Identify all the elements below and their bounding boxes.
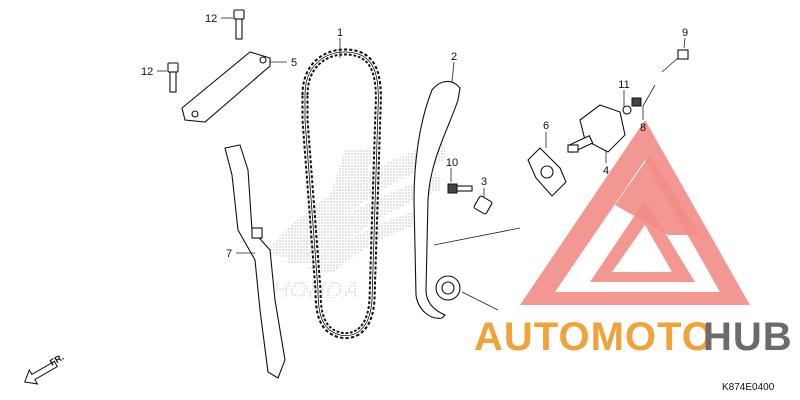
part-3-collar <box>473 188 493 215</box>
callout-11: 11 <box>618 79 629 91</box>
leader-line-2-assembly <box>433 227 521 246</box>
part-8-washer <box>622 84 656 120</box>
part-10-bolt <box>447 168 473 194</box>
watermark-word-dark: HUB <box>703 315 793 359</box>
watermark-word-light: AUTOMOTO <box>474 315 714 359</box>
part-6-gasket <box>527 132 567 197</box>
callout-12-upper: 12 <box>205 13 217 25</box>
callout-10: 10 <box>446 157 458 169</box>
callout-2: 2 <box>451 51 457 63</box>
part-12-bolt-upper <box>221 9 245 40</box>
callout-3: 3 <box>481 176 487 188</box>
callout-4: 4 <box>603 165 609 177</box>
part-1-cam-chain <box>301 38 382 340</box>
callout-1: 1 <box>337 27 343 39</box>
callout-12-lower: 12 <box>141 66 153 78</box>
callout-9: 9 <box>682 27 688 39</box>
callout-8: 8 <box>640 122 646 134</box>
diagram-code: K874E0400 <box>722 382 775 393</box>
part-5-plate <box>181 51 287 123</box>
callout-6: 6 <box>543 120 549 132</box>
part-9-bolt <box>661 37 689 73</box>
part-12-bolt-lower <box>157 62 179 93</box>
part-11-bolt <box>623 90 642 108</box>
automotohub-logo: AUTOMOTO HUB <box>474 120 793 359</box>
callout-7: 7 <box>226 248 232 260</box>
part-2-tensioner-arm <box>413 61 461 319</box>
leader-line-pivot <box>461 291 499 311</box>
front-direction-arrow <box>23 360 59 385</box>
part-4-tensioner-lifter <box>567 104 626 163</box>
honda-wing-watermark: HONDA <box>265 140 445 304</box>
callout-5: 5 <box>291 57 297 69</box>
part-7-chain-guide <box>224 144 286 379</box>
front-marker-label: FR. <box>48 352 66 368</box>
